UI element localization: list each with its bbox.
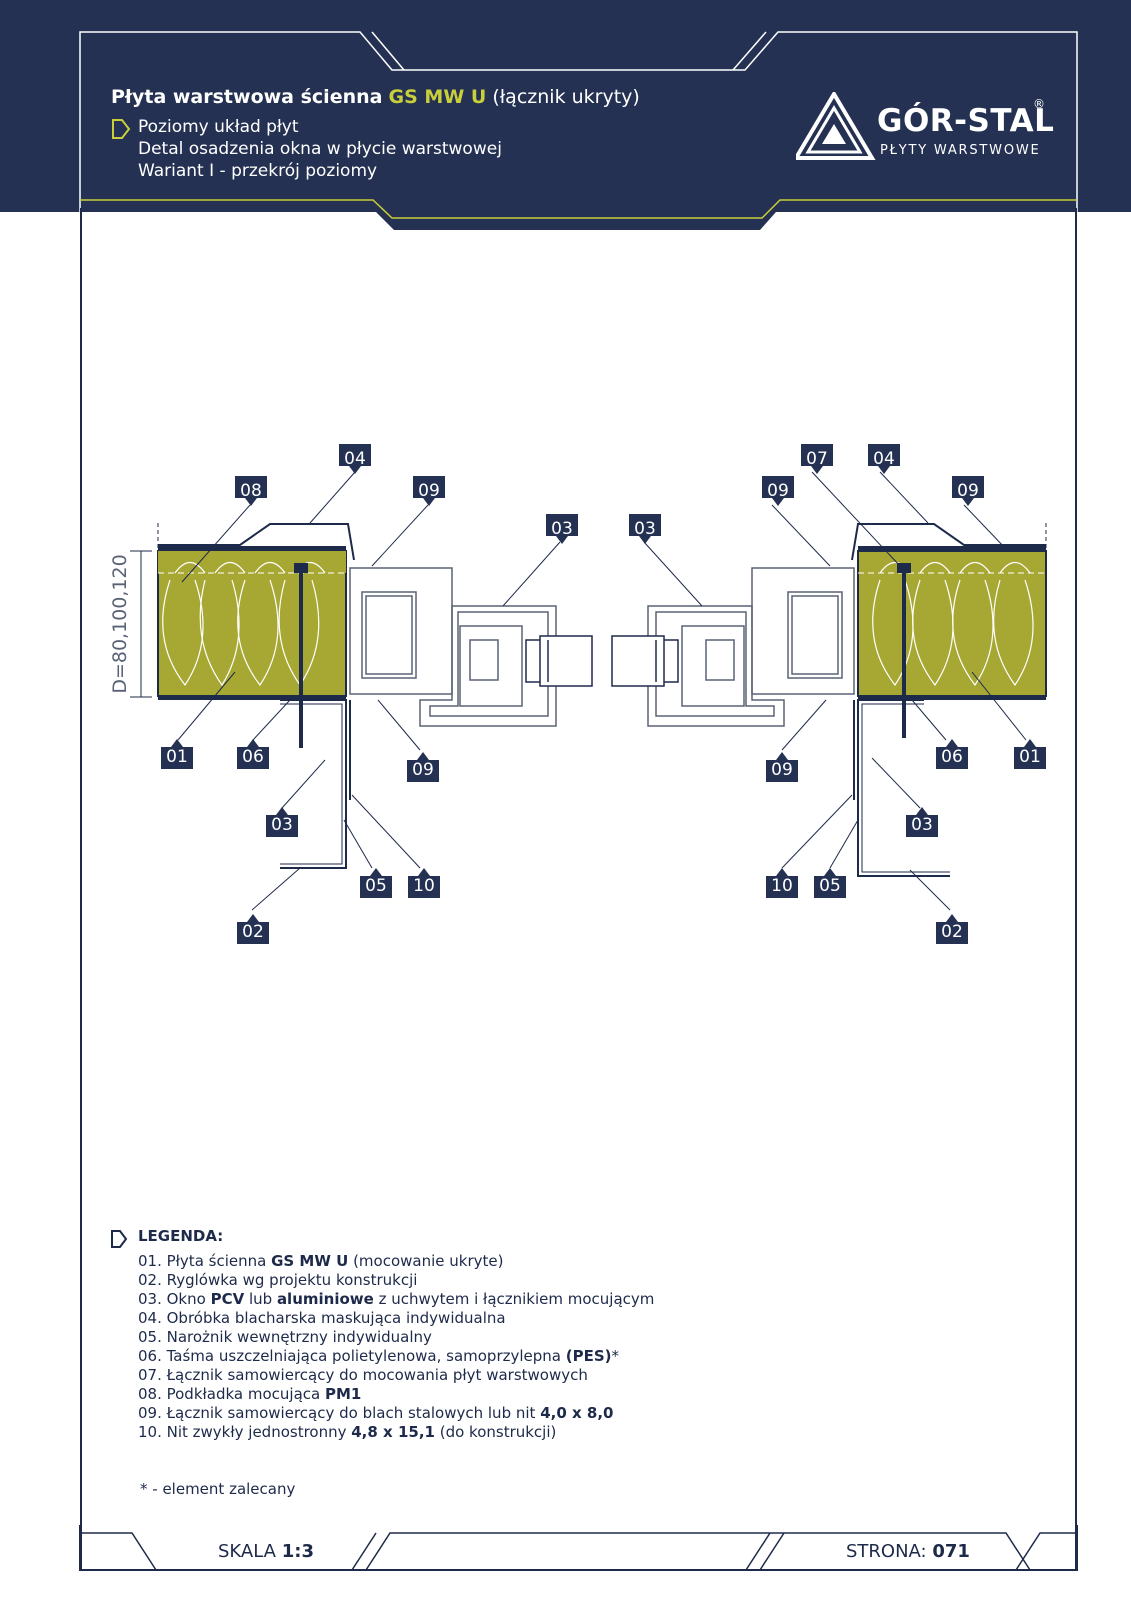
svg-text:03: 03 (634, 519, 656, 539)
legend-item: 07. Łącznik samowiercący do mocowania pł… (138, 1366, 588, 1384)
scale-indicator: SKALA 1:3 (218, 1541, 314, 1562)
svg-text:10: 10 (771, 876, 793, 896)
legend-item: 09. Łącznik samowiercący do blach stalow… (138, 1404, 614, 1422)
svg-text:05: 05 (819, 876, 841, 896)
callout-03-right-bottom: 03 (906, 807, 938, 837)
right-wall-panel (851, 523, 1047, 877)
header-background (0, 0, 1131, 230)
callout-10-right: 10 (766, 868, 798, 898)
header-band: Płyta warstwowa ścienna GS MW U (łącznik… (0, 0, 1131, 230)
callout-08-left: 08 (235, 476, 267, 506)
legend-item: 02. Ryglówka wg projektu konstrukcji (138, 1271, 418, 1289)
svg-text:04: 04 (873, 449, 895, 469)
svg-text:05: 05 (365, 876, 387, 896)
callout-10-left: 10 (408, 868, 440, 898)
svg-text:09: 09 (957, 481, 979, 501)
chevron-right-icon (111, 1230, 128, 1248)
svg-text:03: 03 (551, 519, 573, 539)
title-suffix: (łącznik ukryty) (492, 86, 640, 108)
callout-09-right-top-a: 09 (762, 476, 794, 506)
callout-09-right-top-b: 09 (952, 476, 984, 506)
drawing-frame (80, 208, 1077, 1570)
svg-text:06: 06 (941, 747, 963, 767)
left-wall-panel (157, 523, 355, 869)
callout-07-right: 07 (801, 444, 833, 474)
subtitle-line-2: Detal osadzenia okna w płycie warstwowej (138, 139, 502, 159)
title-product: GS MW U (388, 86, 487, 108)
callout-05-left: 05 (360, 868, 392, 898)
svg-text:03: 03 (911, 815, 933, 835)
svg-text:01: 01 (166, 747, 188, 767)
callout-02-right: 02 (936, 914, 968, 944)
svg-text:02: 02 (242, 922, 264, 942)
callout-02-left: 02 (237, 914, 269, 944)
callout-09-left-top: 09 (413, 476, 445, 506)
dimension-marker: D=80,100,120 (109, 550, 152, 698)
right-window-profile (611, 567, 855, 727)
legend-item: 03. Okno PCV lub aluminiowe z uchwytem i… (138, 1290, 655, 1308)
callout-01-right: 01 (1014, 739, 1046, 769)
legend-item: 10. Nit zwykły jednostronny 4,8 x 15,1 (… (138, 1423, 557, 1441)
svg-text:06: 06 (242, 747, 264, 767)
callout-09-right-bottom: 09 (766, 752, 798, 782)
legend-list: 01. Płyta ścienna GS MW U (mocowanie ukr… (138, 1252, 758, 1442)
svg-text:09: 09 (767, 481, 789, 501)
svg-text:09: 09 (412, 760, 434, 780)
svg-text:02: 02 (941, 922, 963, 942)
legend-item: 05. Narożnik wewnętrzny indywidualny (138, 1328, 432, 1346)
page-number: STRONA: 071 (846, 1541, 970, 1562)
logo-tagline: PŁYTY WARSTWOWE (880, 143, 1041, 158)
footer-frame (79, 1525, 1078, 1571)
callout-06-left: 06 (237, 739, 269, 769)
svg-text:10: 10 (413, 876, 435, 896)
legend-item: 06. Taśma uszczelniająca polietylenowa, … (138, 1347, 620, 1365)
subtitle-line-1: Poziomy układ płyt (138, 117, 299, 137)
callout-09-left-bottom: 09 (407, 752, 439, 782)
logo-name: GÓR-STAL (877, 103, 1055, 139)
callout-04-right: 04 (868, 444, 900, 474)
logo-registered-mark: ® (1033, 97, 1045, 111)
callout-01-left: 01 (161, 739, 193, 769)
callout-04-left: 04 (339, 444, 371, 474)
svg-text:07: 07 (806, 449, 828, 469)
leader-lines (177, 471, 1027, 911)
title-prefix: Płyta warstwowa ścienna (111, 86, 383, 108)
svg-text:08: 08 (240, 481, 262, 501)
chevron-right-icon (112, 119, 131, 139)
page-title: Płyta warstwowa ścienna GS MW U (łącznik… (111, 86, 640, 108)
callout-06-right: 06 (936, 739, 968, 769)
callout-05-right: 05 (814, 868, 846, 898)
svg-text:09: 09 (771, 760, 793, 780)
footnote: * - element zalecany (140, 1480, 296, 1498)
triangle-logo-icon (796, 92, 876, 160)
dimension-label: D=80,100,120 (109, 554, 131, 693)
svg-text:01: 01 (1019, 747, 1041, 767)
legend-title: LEGENDA: (138, 1227, 224, 1245)
svg-text:09: 09 (418, 481, 440, 501)
subtitle-line-3: Wariant I - przekrój poziomy (138, 161, 378, 181)
svg-text:04: 04 (344, 449, 366, 469)
left-window-profile (349, 567, 593, 727)
legend-item: 08. Podkładka mocująca PM1 (138, 1385, 362, 1403)
callout-03-left-top: 03 (546, 514, 578, 544)
legend-item: 01. Płyta ścienna GS MW U (mocowanie ukr… (138, 1252, 504, 1270)
callout-03-right-top: 03 (629, 514, 661, 544)
window-detail-drawing: D=80,100,120 (109, 444, 1047, 944)
legend-item: 04. Obróbka blacharska maskująca indywid… (138, 1309, 506, 1327)
callout-03-left-bottom: 03 (266, 807, 298, 837)
svg-text:03: 03 (271, 815, 293, 835)
